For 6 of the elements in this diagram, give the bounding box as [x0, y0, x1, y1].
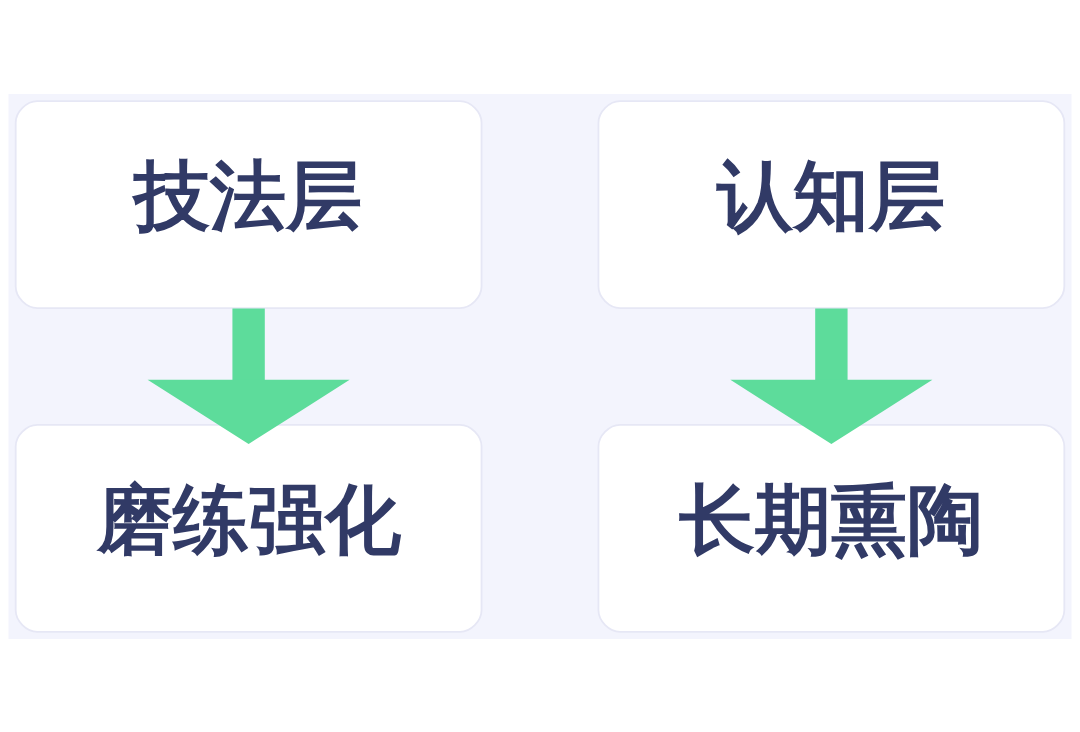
node-box: 长期熏陶 [597, 423, 1066, 633]
arrow [147, 308, 350, 444]
node-box: 技法层 [14, 99, 483, 309]
node-box: 认知层 [597, 99, 1066, 309]
node-box: 磨练强化 [14, 423, 483, 633]
arrow [730, 308, 933, 444]
